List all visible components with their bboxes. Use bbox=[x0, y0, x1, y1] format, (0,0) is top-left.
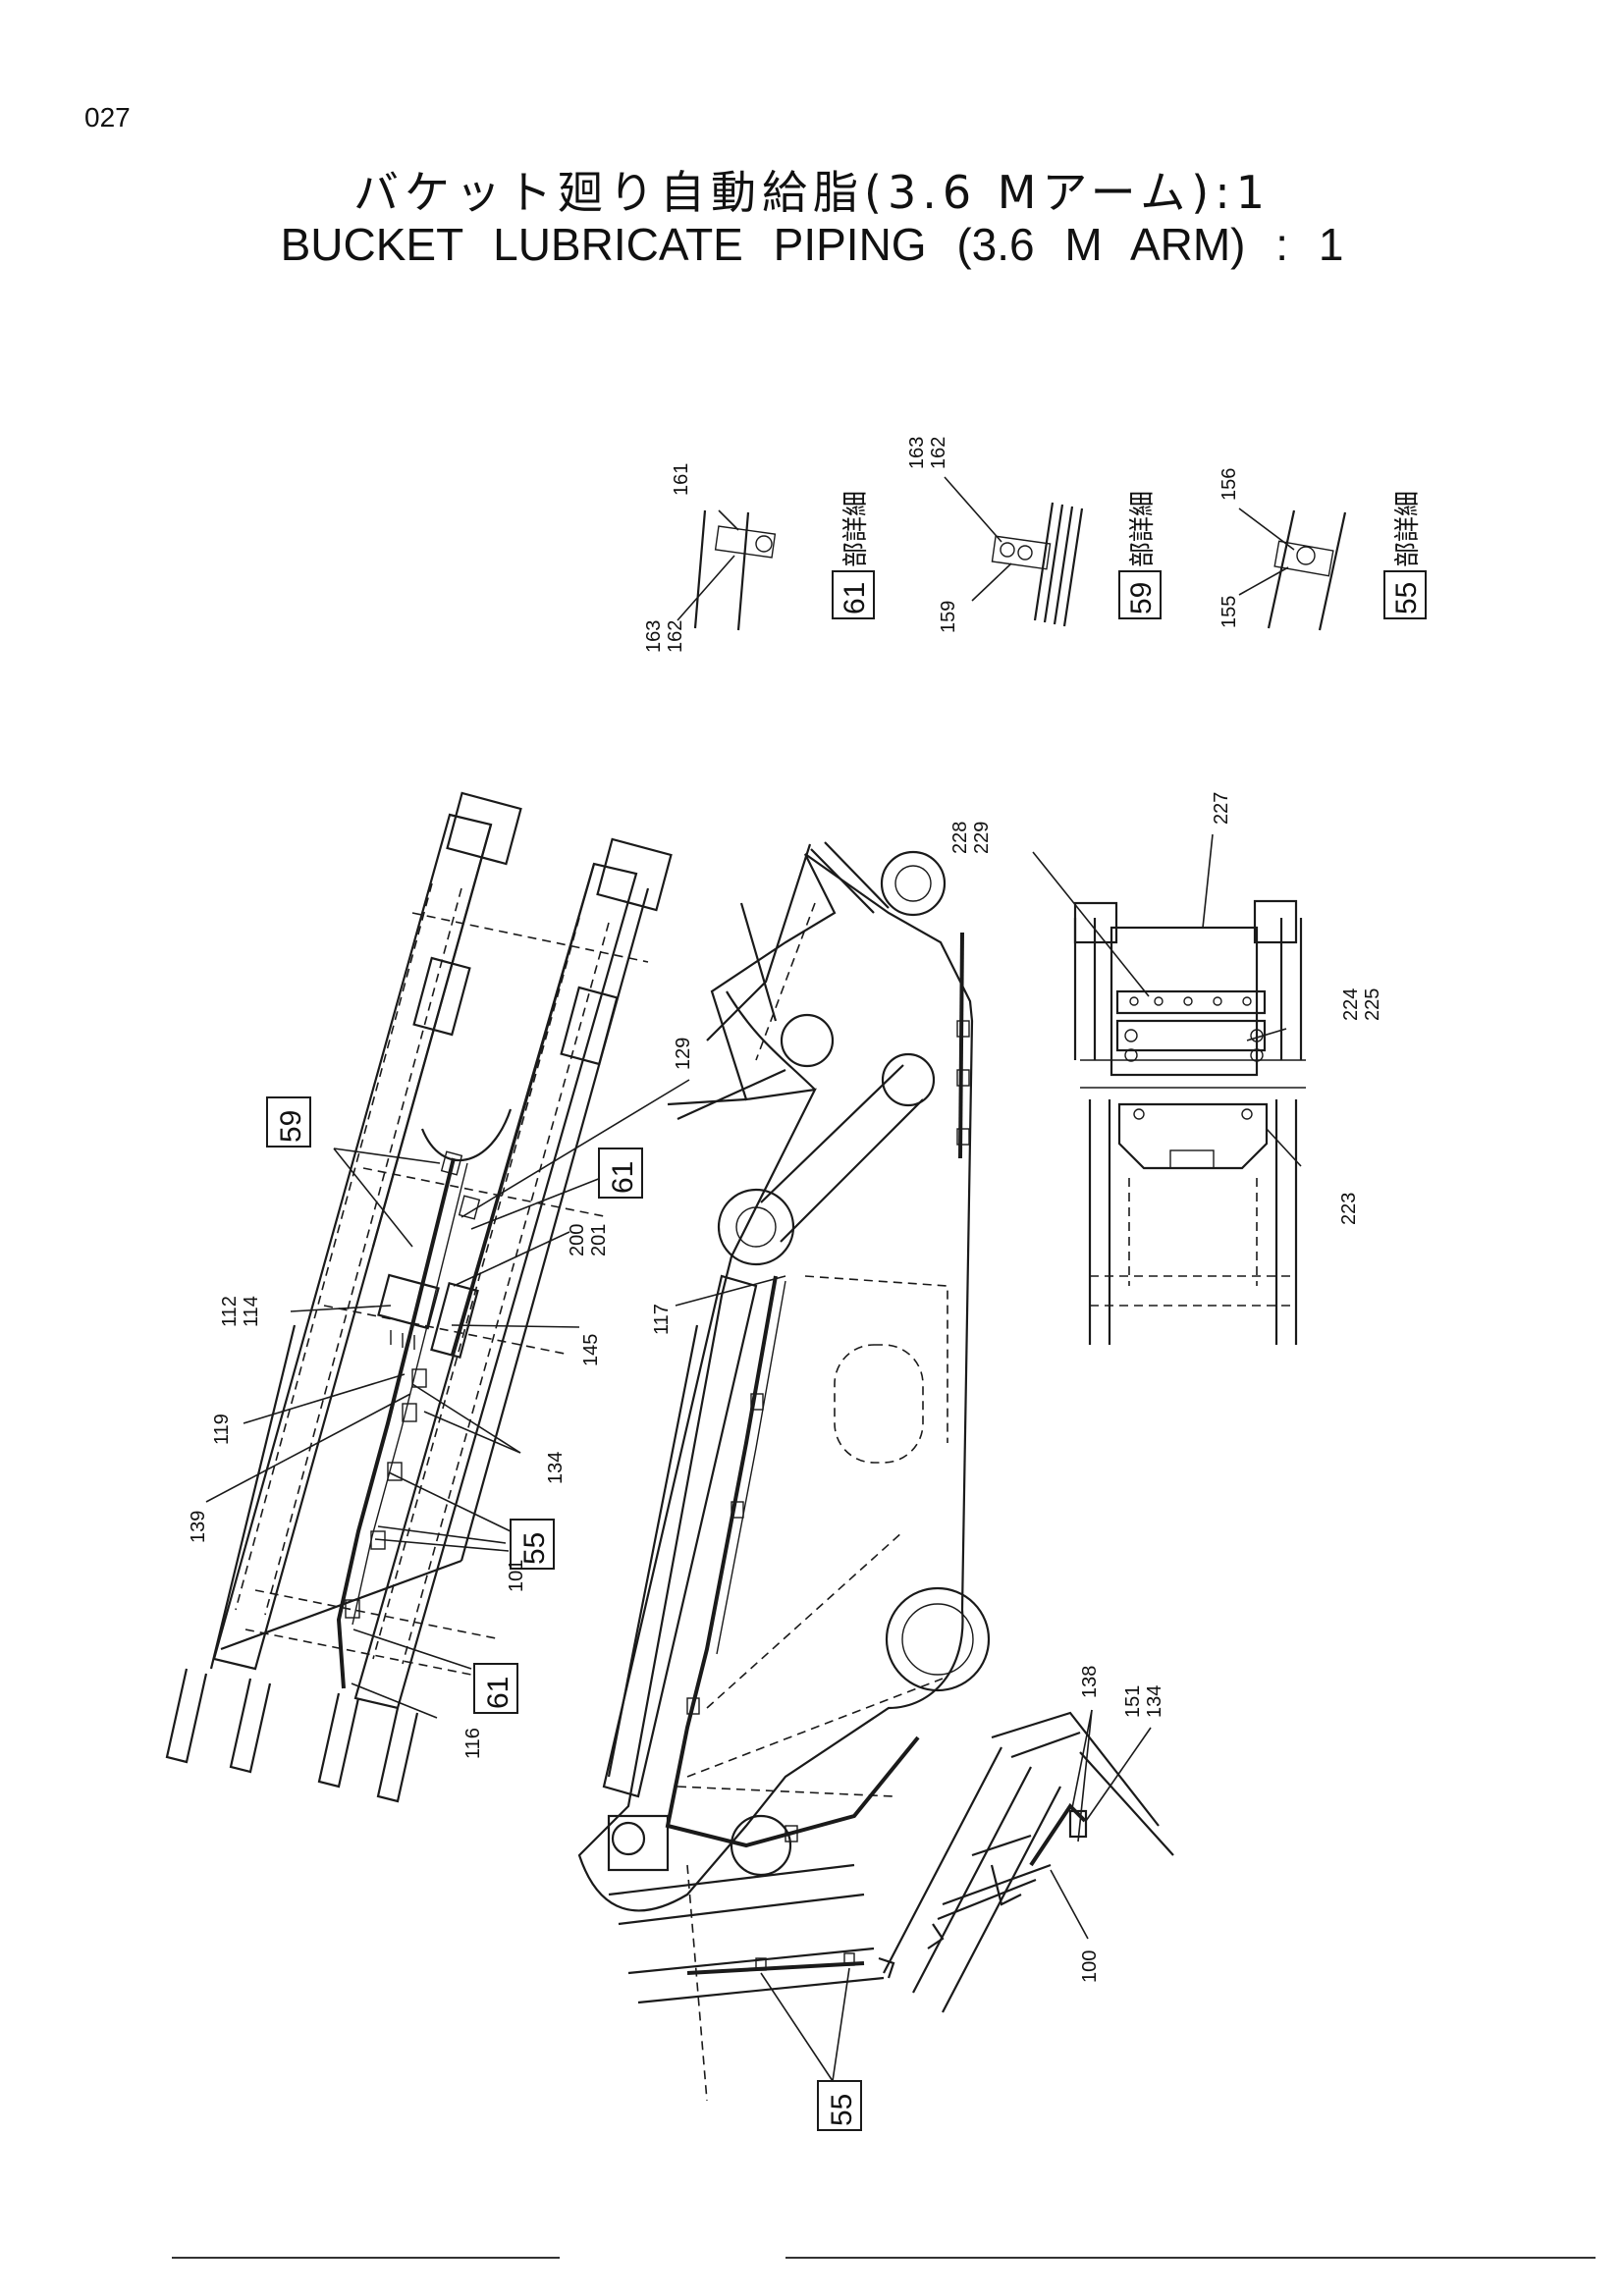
label-151: 151 bbox=[1122, 1685, 1144, 1718]
label-229: 229 bbox=[971, 822, 993, 854]
ref-box-55: 55 bbox=[1390, 582, 1423, 614]
ref-box-55-bottom: 55 bbox=[826, 2094, 858, 2126]
label-159: 159 bbox=[938, 601, 959, 633]
page-number: 027 bbox=[84, 102, 131, 133]
label-223: 223 bbox=[1338, 1193, 1360, 1225]
ref-box-55-arm: 55 bbox=[518, 1532, 551, 1565]
detail-label-55: 部詳細 bbox=[1393, 491, 1423, 567]
label-116: 116 bbox=[462, 1728, 484, 1759]
label-225: 225 bbox=[1362, 988, 1383, 1021]
label-100: 100 bbox=[1079, 1950, 1101, 1983]
label-228: 228 bbox=[949, 822, 971, 854]
detail-label-59: 部詳細 bbox=[1128, 491, 1158, 567]
label-161: 161 bbox=[671, 463, 692, 496]
arm-side-view: 117 55 bbox=[577, 841, 991, 2131]
label-117: 117 bbox=[651, 1304, 673, 1335]
label-200: 200 bbox=[567, 1224, 588, 1256]
title-japanese: バケット廻り自動給脂(3.6 Mアーム):1 bbox=[353, 166, 1271, 219]
label-134-arm: 134 bbox=[545, 1452, 567, 1484]
label-134-detail: 134 bbox=[1144, 1685, 1165, 1718]
label-145: 145 bbox=[580, 1334, 602, 1366]
label-119: 119 bbox=[211, 1414, 233, 1445]
label-112: 112 bbox=[219, 1296, 241, 1327]
arm-top-view: 59 61 55 61 129 200 201 112 114 145 119 … bbox=[165, 791, 694, 1803]
label-162-b: 162 bbox=[928, 437, 949, 469]
ref-box-59: 59 bbox=[1125, 582, 1158, 614]
label-138: 138 bbox=[1079, 1666, 1101, 1698]
section-view: 228 229 227 224 225 223 bbox=[949, 792, 1383, 1345]
title-english: BUCKET LUBRICATE PIPING (3.6 M ARM) : 1 bbox=[280, 219, 1344, 270]
ref-box-61: 61 bbox=[839, 582, 871, 614]
ref-box-61-arm-bottom: 61 bbox=[482, 1677, 514, 1709]
label-201: 201 bbox=[588, 1224, 610, 1256]
detail-label-61: 部詳細 bbox=[841, 491, 871, 567]
detail-59: 163 162 159 59 部詳細 bbox=[906, 437, 1162, 633]
ref-box-61-arm-top: 61 bbox=[607, 1161, 639, 1194]
label-114: 114 bbox=[241, 1296, 262, 1327]
label-155: 155 bbox=[1218, 596, 1240, 628]
label-163-b: 163 bbox=[906, 437, 928, 469]
label-163: 163 bbox=[643, 620, 665, 653]
label-129: 129 bbox=[673, 1038, 694, 1070]
lower-right-detail: 138 151 134 100 bbox=[878, 1666, 1174, 2013]
detail-61: 161 163 162 61 部詳細 bbox=[643, 463, 875, 653]
label-227: 227 bbox=[1211, 792, 1232, 825]
detail-55: 156 155 55 部詳細 bbox=[1218, 468, 1427, 631]
ref-box-59-arm: 59 bbox=[275, 1110, 307, 1143]
label-162: 162 bbox=[665, 620, 686, 653]
label-156: 156 bbox=[1218, 468, 1240, 501]
label-101: 101 bbox=[506, 1560, 527, 1592]
label-224: 224 bbox=[1340, 988, 1362, 1021]
label-139: 139 bbox=[188, 1511, 209, 1543]
